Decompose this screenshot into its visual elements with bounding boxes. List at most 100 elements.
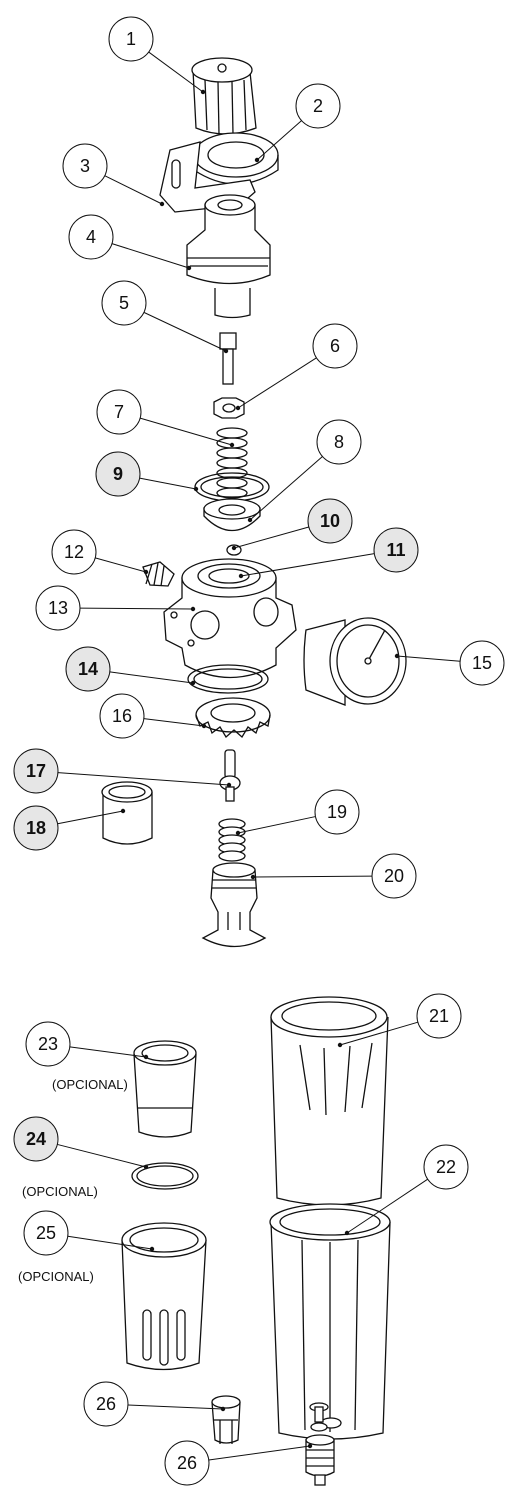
callout-number: 20: [384, 866, 404, 886]
callout-21: 21: [416, 993, 462, 1039]
part-oring-9: [194, 472, 270, 502]
leader-line-24: [57, 1143, 147, 1168]
callout-9: 9: [95, 451, 141, 497]
callout-circle: [459, 640, 505, 686]
leader-dot-4: [186, 265, 192, 271]
part-diaphragm: [203, 498, 261, 531]
callout-17: 17: [13, 748, 59, 794]
leader-line-3: [104, 175, 163, 205]
part-lock-ring: [195, 697, 271, 739]
leader-dot-13: [190, 606, 196, 612]
part-oring-24: [131, 1162, 199, 1190]
callout-number: 8: [334, 432, 344, 452]
leader-dot-16: [201, 723, 207, 729]
callout-23: 23: [25, 1021, 71, 1067]
callout-10: 10: [307, 498, 353, 544]
callout-number: 4: [86, 227, 96, 247]
leader-dot-2: [254, 157, 260, 163]
part-valve-spring: [218, 818, 246, 862]
callout-25: 25: [23, 1210, 69, 1256]
part-spring: [216, 427, 248, 499]
leader-line-16: [143, 718, 205, 727]
leader-dot-6: [235, 405, 241, 411]
leader-line-8: [249, 456, 323, 521]
callout-circle: [316, 419, 362, 465]
callout-number: 10: [320, 511, 340, 531]
leader-line-5: [143, 311, 227, 352]
leader-dot-10: [231, 545, 237, 551]
callout-circle: [108, 16, 154, 62]
leader-dot-7: [229, 442, 235, 448]
callout-22: 22: [423, 1144, 469, 1190]
leader-dot-19: [235, 830, 241, 836]
leader-line-1: [148, 51, 204, 93]
leader-dot-26: [307, 1443, 313, 1449]
leader-dot-5: [223, 348, 229, 354]
callout-number: 26: [177, 1453, 197, 1473]
callout-circle: [51, 529, 97, 575]
leader-line-19: [237, 816, 316, 834]
callout-number: 18: [26, 818, 46, 838]
part-gauge: [303, 617, 407, 706]
part-drain-small: [211, 1395, 241, 1444]
callout-number: 7: [114, 402, 124, 422]
callout-circle: [307, 498, 353, 544]
leader-line-18: [57, 810, 124, 825]
leader-dot-12: [143, 569, 149, 575]
callout-circle: [314, 789, 360, 835]
callout-circle: [164, 1440, 210, 1486]
part-deflector: [201, 862, 267, 948]
leader-line-21: [339, 1021, 419, 1046]
callout-number: 12: [64, 542, 84, 562]
part-ring-nut: [193, 132, 279, 185]
callout-circle: [371, 853, 417, 899]
callout-circle: [312, 323, 358, 369]
optional-note: (OPCIONAL): [52, 1077, 128, 1092]
leader-dot-18: [120, 808, 126, 814]
part-valve-stem: [219, 749, 241, 802]
leader-dot-26: [220, 1406, 226, 1412]
callout-7: 7: [96, 389, 142, 435]
callout-11: 11: [373, 527, 419, 573]
leader-dot-8: [247, 517, 253, 523]
leader-line-20: [252, 875, 373, 878]
callout-circle: [295, 83, 341, 129]
callout-number: 5: [119, 293, 129, 313]
callout-number: 9: [113, 464, 123, 484]
leader-dot-22: [344, 1230, 350, 1236]
callout-number: 13: [48, 598, 68, 618]
part-drain-auto: [305, 1402, 335, 1486]
leader-line-26: [127, 1404, 224, 1410]
callout-circle: [68, 214, 114, 260]
leader-line-4: [111, 243, 190, 269]
callout-number: 2: [313, 96, 323, 116]
callout-26: 26: [83, 1381, 129, 1427]
callout-number: 26: [96, 1394, 116, 1414]
leader-dot-17: [226, 782, 232, 788]
callout-2: 2: [295, 83, 341, 129]
callout-circle: [373, 527, 419, 573]
callout-19: 19: [314, 789, 360, 835]
callout-14: 14: [65, 646, 111, 692]
callout-circle: [416, 993, 462, 1039]
callout-circle: [99, 693, 145, 739]
callout-number: 6: [330, 336, 340, 356]
callout-circle: [95, 451, 141, 497]
leader-dot-23: [143, 1054, 149, 1060]
leader-dot-9: [193, 486, 199, 492]
callout-number: 19: [327, 802, 347, 822]
callout-circle: [13, 748, 59, 794]
callout-26: 26: [164, 1440, 210, 1486]
part-bonnet: [186, 194, 271, 319]
leader-dot-21: [337, 1042, 343, 1048]
callout-number: 3: [80, 156, 90, 176]
part-bowl-21: [270, 996, 389, 1206]
callout-number: 23: [38, 1034, 58, 1054]
leader-dot-24: [143, 1164, 149, 1170]
leader-line-12: [95, 557, 147, 573]
leader-line-13: [79, 607, 194, 610]
leader-line-9: [139, 477, 197, 490]
callout-20: 20: [371, 853, 417, 899]
